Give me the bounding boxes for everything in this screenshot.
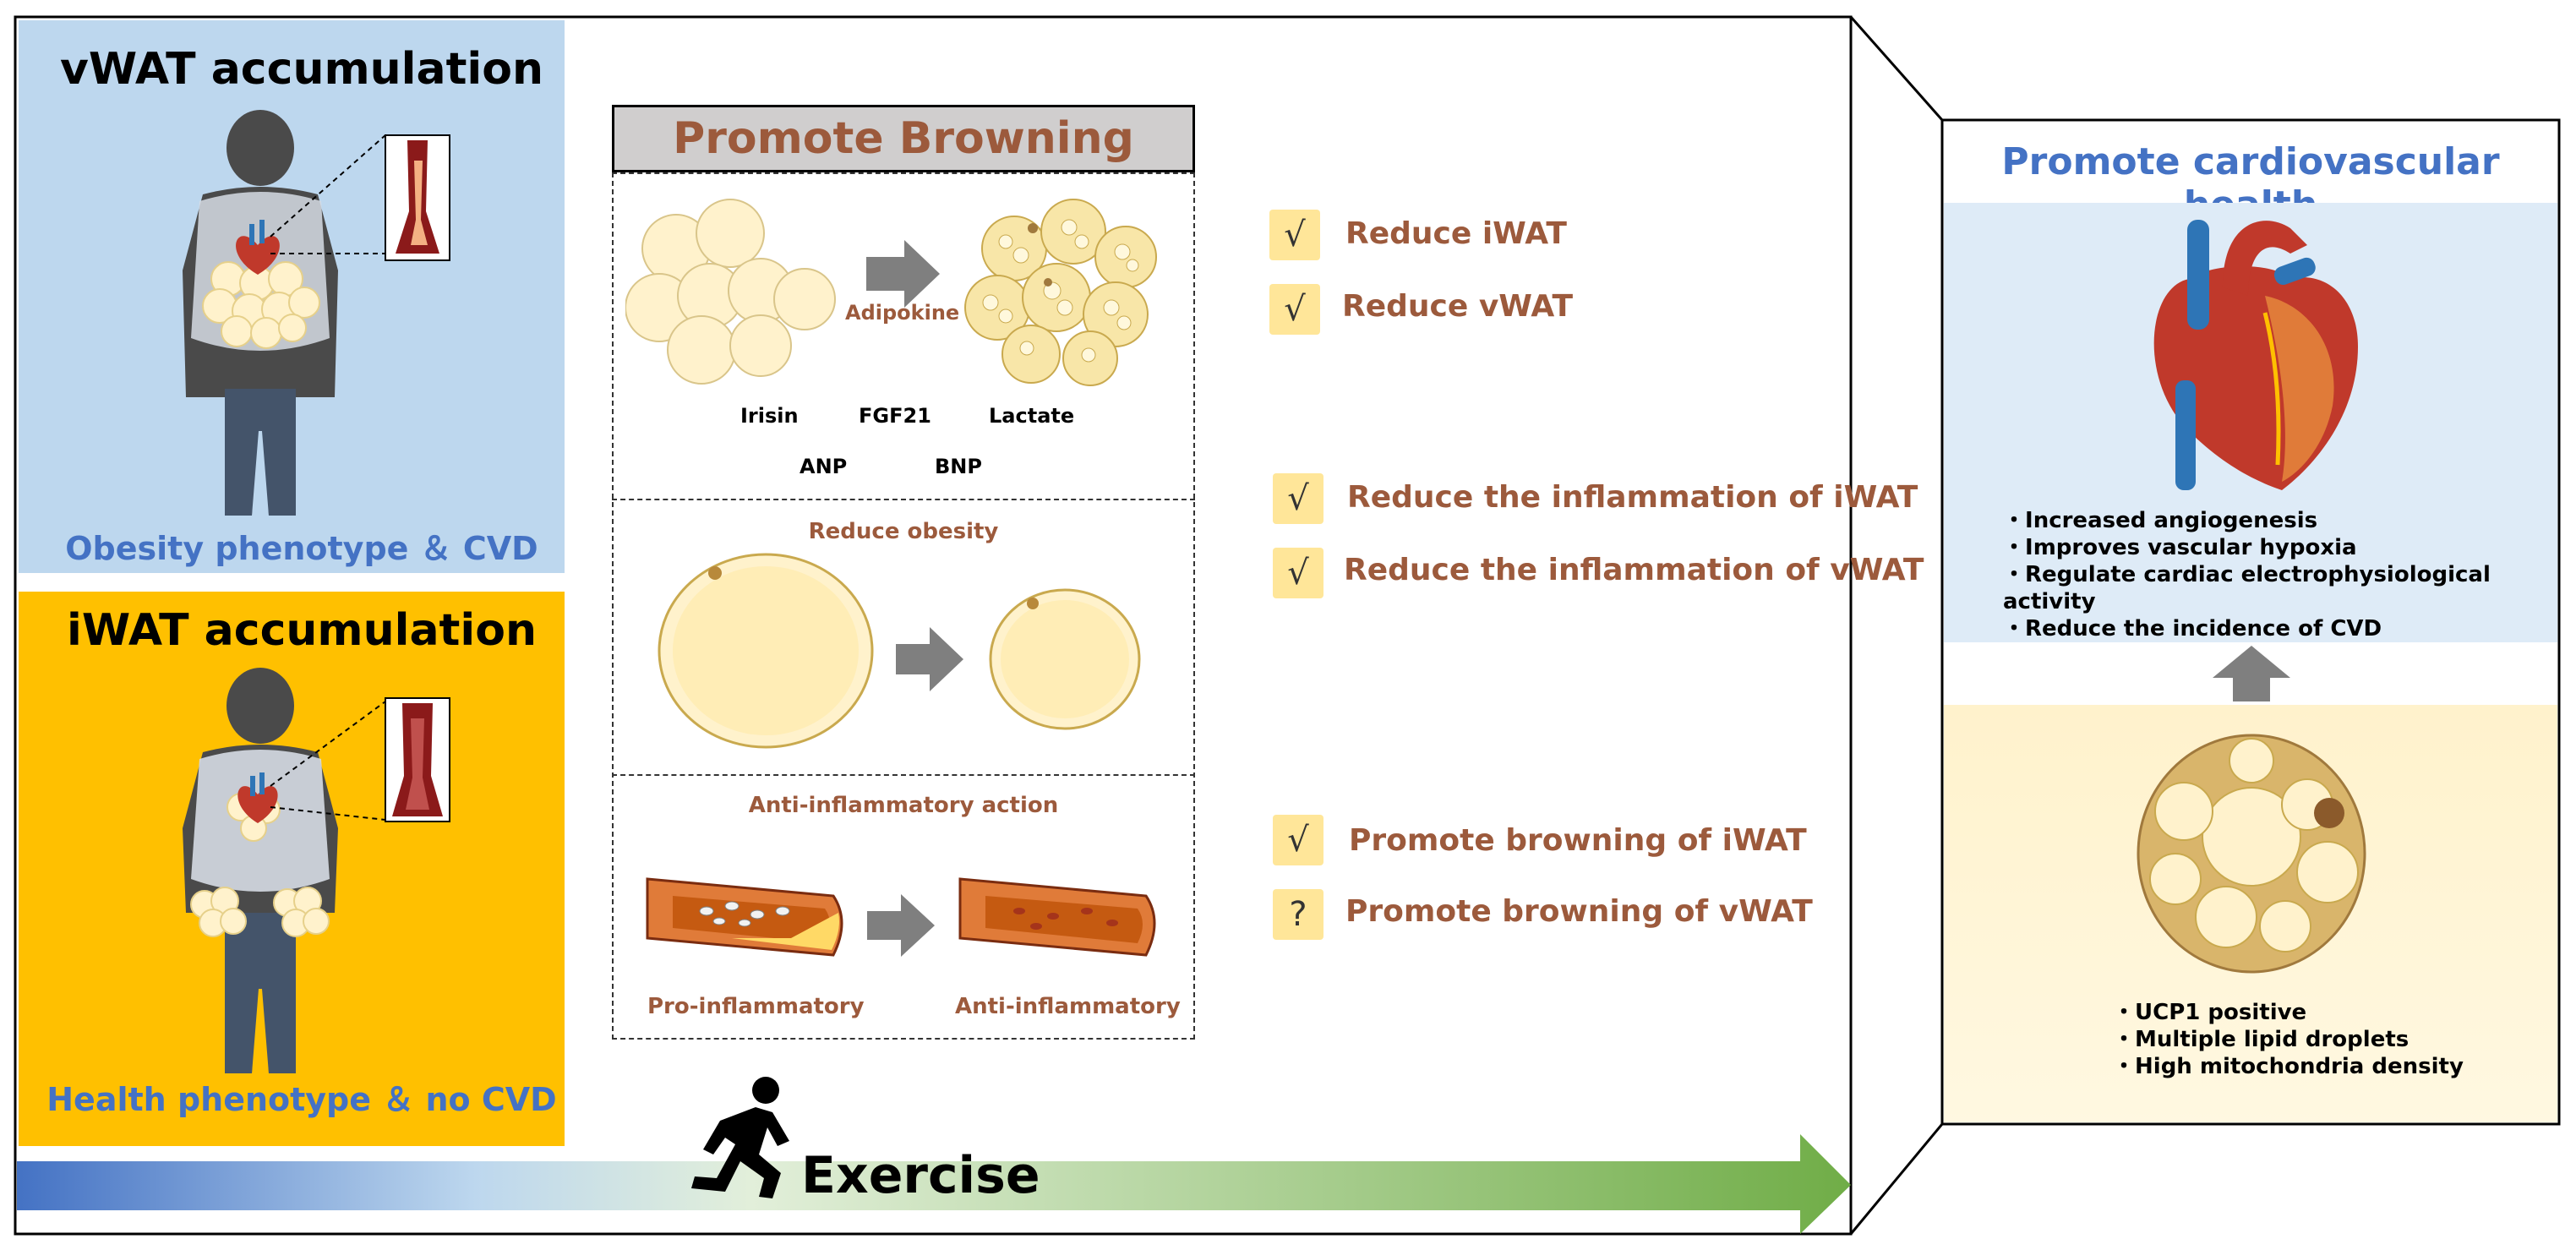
running-person-icon xyxy=(691,1077,789,1198)
cell-feature-list: UCP1 positive Multiple lipid droplets Hi… xyxy=(2113,999,2464,1080)
vwat-caption: Obesity phenotype ＆ CVD xyxy=(65,530,538,567)
anti-inflammatory-action-label: Anti-inflammatory action xyxy=(748,793,1059,818)
check-icon-inflammation-iwat: √ xyxy=(1273,473,1323,524)
browning-dashed-box xyxy=(612,172,1195,1040)
adipokine-anp: ANP xyxy=(800,455,848,478)
heart-benefit-2: Improves vascular hypoxia xyxy=(2003,534,2576,561)
cell-feature-1: UCP1 positive xyxy=(2113,999,2464,1026)
up-arrow-icon xyxy=(2213,646,2290,701)
section-divider-2 xyxy=(612,774,1195,776)
pro-inflammatory-label: Pro-inflammatory xyxy=(647,994,865,1019)
heart-benefit-1: Increased angiogenesis xyxy=(2003,507,2576,534)
anti-inflammatory-label: Anti-inflammatory xyxy=(955,994,1181,1019)
reduce-obesity-label: Reduce obesity xyxy=(808,519,999,544)
cell-feature-3: High mitochondria density xyxy=(2113,1053,2464,1080)
heart-illustration xyxy=(2153,220,2358,490)
white-to-beige-adipocyte-illustration xyxy=(625,199,1157,386)
adipokine-bnp: BNP xyxy=(935,455,982,478)
check-icon-reduce-iwat: √ xyxy=(1269,210,1320,260)
heart-benefit-4: Reduce the incidence of CVD xyxy=(2003,615,2576,642)
adipokine-irisin: Irisin xyxy=(740,404,799,428)
cell-feature-2: Multiple lipid droplets xyxy=(2113,1026,2464,1053)
vwat-title: vWAT accumulation xyxy=(60,44,543,95)
adipokine-fgf21: FGF21 xyxy=(859,404,931,428)
vessel-inflammation-illustration xyxy=(646,877,1156,957)
exercise-label: Exercise xyxy=(801,1146,1040,1205)
effect-browning-vwat: Promote browning of vWAT xyxy=(1345,894,1813,929)
beige-adipocyte-illustration xyxy=(2137,734,2366,974)
heart-benefit-3: Regulate cardiac electrophysiological ac… xyxy=(2003,561,2576,615)
obese-person-figure xyxy=(183,110,450,516)
check-icon-browning-iwat: √ xyxy=(1273,815,1323,865)
effect-inflammation-iwat: Reduce the inflammation of iWAT xyxy=(1347,480,1918,515)
effect-browning-iwat: Promote browning of iWAT xyxy=(1349,823,1807,858)
promote-browning-header: Promote Browning xyxy=(673,113,1134,164)
adipocyte-shrink-illustration xyxy=(658,553,1141,749)
iwat-caption: Health phenotype ＆ no CVD xyxy=(46,1081,557,1118)
question-icon-browning-vwat: ? xyxy=(1273,889,1323,940)
healthy-person-figure xyxy=(183,668,450,1073)
effect-reduce-iwat: Reduce iWAT xyxy=(1345,216,1567,251)
iwat-title: iWAT accumulation xyxy=(67,605,537,656)
check-icon-reduce-vwat: √ xyxy=(1269,284,1320,335)
heart-benefit-list: Increased angiogenesis Improves vascular… xyxy=(2003,507,2576,642)
section-divider-1 xyxy=(612,499,1195,500)
adipokine-label: Adipokine xyxy=(845,301,960,325)
adipokine-lactate: Lactate xyxy=(989,404,1075,428)
exercise-arrow xyxy=(17,1134,1851,1234)
effect-inflammation-vwat: Reduce the inflammation of vWAT xyxy=(1344,553,1924,587)
check-icon-inflammation-vwat: √ xyxy=(1273,548,1323,598)
promote-browning-header-box: Promote Browning xyxy=(612,105,1195,172)
effect-reduce-vwat: Reduce vWAT xyxy=(1342,289,1574,324)
